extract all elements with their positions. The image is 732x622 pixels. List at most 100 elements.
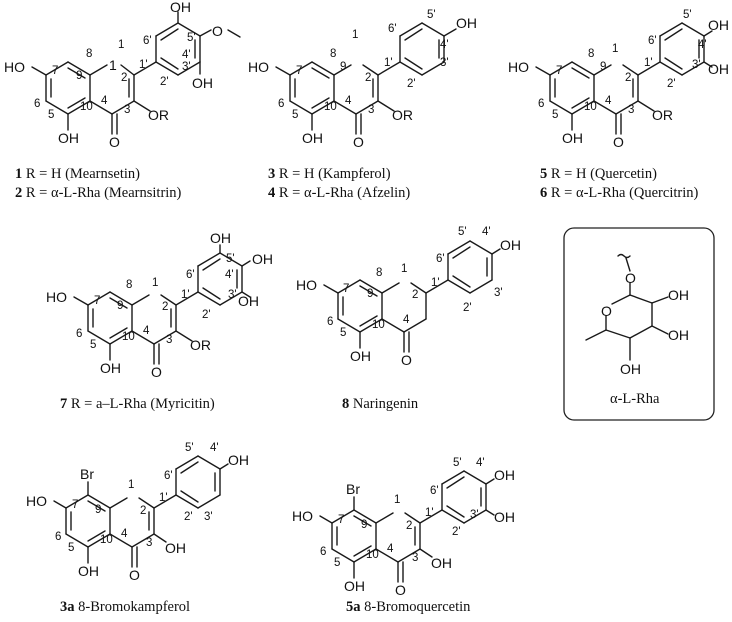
bond-line	[87, 330, 111, 345]
position-number: 4'	[440, 39, 449, 51]
atom-label: HO	[26, 493, 47, 509]
compound-id: 1	[15, 166, 22, 182]
bond-line	[155, 22, 179, 37]
atom-label: OH	[494, 467, 515, 483]
position-number: 4'	[698, 39, 707, 51]
bond-line	[275, 66, 291, 76]
position-number: 1	[118, 39, 124, 51]
compound-caption: 5 R = H (Quercetin)	[540, 166, 657, 182]
bond-line	[331, 509, 355, 524]
atom-label: OH	[165, 540, 186, 556]
bond-line	[404, 57, 423, 70]
bond-line	[593, 100, 617, 115]
position-number: 3	[166, 334, 172, 346]
bond-line	[404, 28, 423, 41]
compound-desc: R = a–L-Rha (Myricitin)	[67, 396, 215, 412]
position-number: 2	[121, 72, 127, 84]
position-number: 3	[124, 104, 130, 116]
atom-label: OH	[431, 555, 452, 571]
bond-line	[441, 470, 465, 485]
bond-line	[637, 61, 661, 76]
position-number: 6'	[164, 470, 173, 482]
bond-line	[241, 260, 251, 267]
bond-line	[419, 548, 433, 558]
position-number: 5'	[187, 32, 196, 44]
compound-id: 3	[268, 166, 275, 182]
position-number: 7	[52, 65, 58, 77]
compound-desc: R = H (Kampferol)	[275, 166, 390, 182]
position-number: 6'	[388, 23, 397, 35]
structure-naringenin: OH HO OH O 5' 4' 6' 8 1 7 9 2 1' 3' 2' 6…	[296, 226, 521, 412]
bond-line	[381, 318, 405, 333]
bond-line	[617, 253, 631, 259]
atom-label: OH	[238, 293, 259, 309]
bond-line	[703, 30, 713, 37]
atom-label: HO	[248, 59, 269, 75]
bond-line	[45, 100, 69, 115]
bond-line	[160, 28, 179, 41]
bond-line	[87, 500, 106, 512]
bond-line	[323, 284, 339, 294]
bond-line	[67, 97, 86, 109]
bond-line	[399, 22, 423, 37]
bond-line	[353, 515, 372, 527]
bond-line	[447, 240, 471, 255]
bond-line	[53, 500, 67, 509]
bond-line	[593, 64, 612, 76]
atom-label: OR	[148, 107, 169, 123]
position-number: 6'	[648, 35, 657, 47]
bond-line	[109, 497, 128, 509]
bond-line	[109, 297, 128, 309]
atom-label: 1	[109, 57, 117, 73]
bond-line	[404, 512, 421, 524]
bond-line	[153, 330, 177, 345]
bond-line	[67, 61, 91, 76]
position-number: 4	[387, 543, 394, 555]
bond-line	[651, 296, 669, 304]
caption-quercetin: 5 R = H (Quercetin) 6 R = α-L-Rha (Querc…	[540, 166, 698, 201]
bonds-myricitin	[73, 244, 251, 365]
bond-line	[469, 240, 493, 255]
position-number: 8	[588, 48, 594, 60]
position-number: 10	[584, 101, 597, 113]
atom-label: OH	[58, 130, 79, 146]
position-number: 5	[68, 542, 74, 554]
bond-line	[485, 478, 495, 485]
bond-line	[463, 470, 487, 485]
position-number: 5	[90, 339, 96, 351]
bond-line	[65, 533, 89, 548]
atom-label: OH	[302, 130, 323, 146]
bond-line	[452, 246, 471, 259]
atom-label: OH	[708, 61, 729, 77]
atom-labels-myricitin: OH OH OH HO OH O OR	[46, 230, 273, 380]
bond-line	[397, 548, 421, 563]
bond-line	[87, 291, 111, 306]
caption-bromokampferol: 3a 8-Bromokampferol	[60, 599, 190, 615]
bond-line	[381, 282, 400, 294]
bond-line	[535, 66, 551, 76]
bond-line	[359, 285, 378, 297]
position-number: 3'	[204, 511, 213, 523]
position-number: 3	[412, 552, 418, 564]
position-number: 5'	[226, 253, 235, 265]
position-number: 3	[368, 104, 374, 116]
bond-line	[311, 100, 335, 115]
atom-label: OH	[210, 230, 231, 246]
position-number: 4'	[482, 226, 491, 238]
bond-line	[109, 533, 133, 548]
bond-line	[629, 294, 653, 304]
atom-label: OR	[392, 107, 413, 123]
position-number: 1'	[139, 59, 148, 71]
bond-line	[359, 279, 383, 294]
structure-8-bromokampferol: Br OH HO OH OH O 1 5' 4' 6' 7 9 2 1' 2' …	[26, 442, 249, 615]
bonds-rhamnose	[585, 253, 669, 361]
bond-line	[549, 61, 573, 76]
atom-label: HO	[292, 508, 313, 524]
position-number: 5	[552, 109, 558, 121]
atom-label: OH	[78, 563, 99, 579]
bond-line	[446, 505, 465, 518]
atom-labels-mearnsetin: OH O OH HO OH O OR 1	[4, 0, 223, 150]
bond-line	[289, 100, 313, 115]
position-number: 6	[278, 98, 284, 110]
